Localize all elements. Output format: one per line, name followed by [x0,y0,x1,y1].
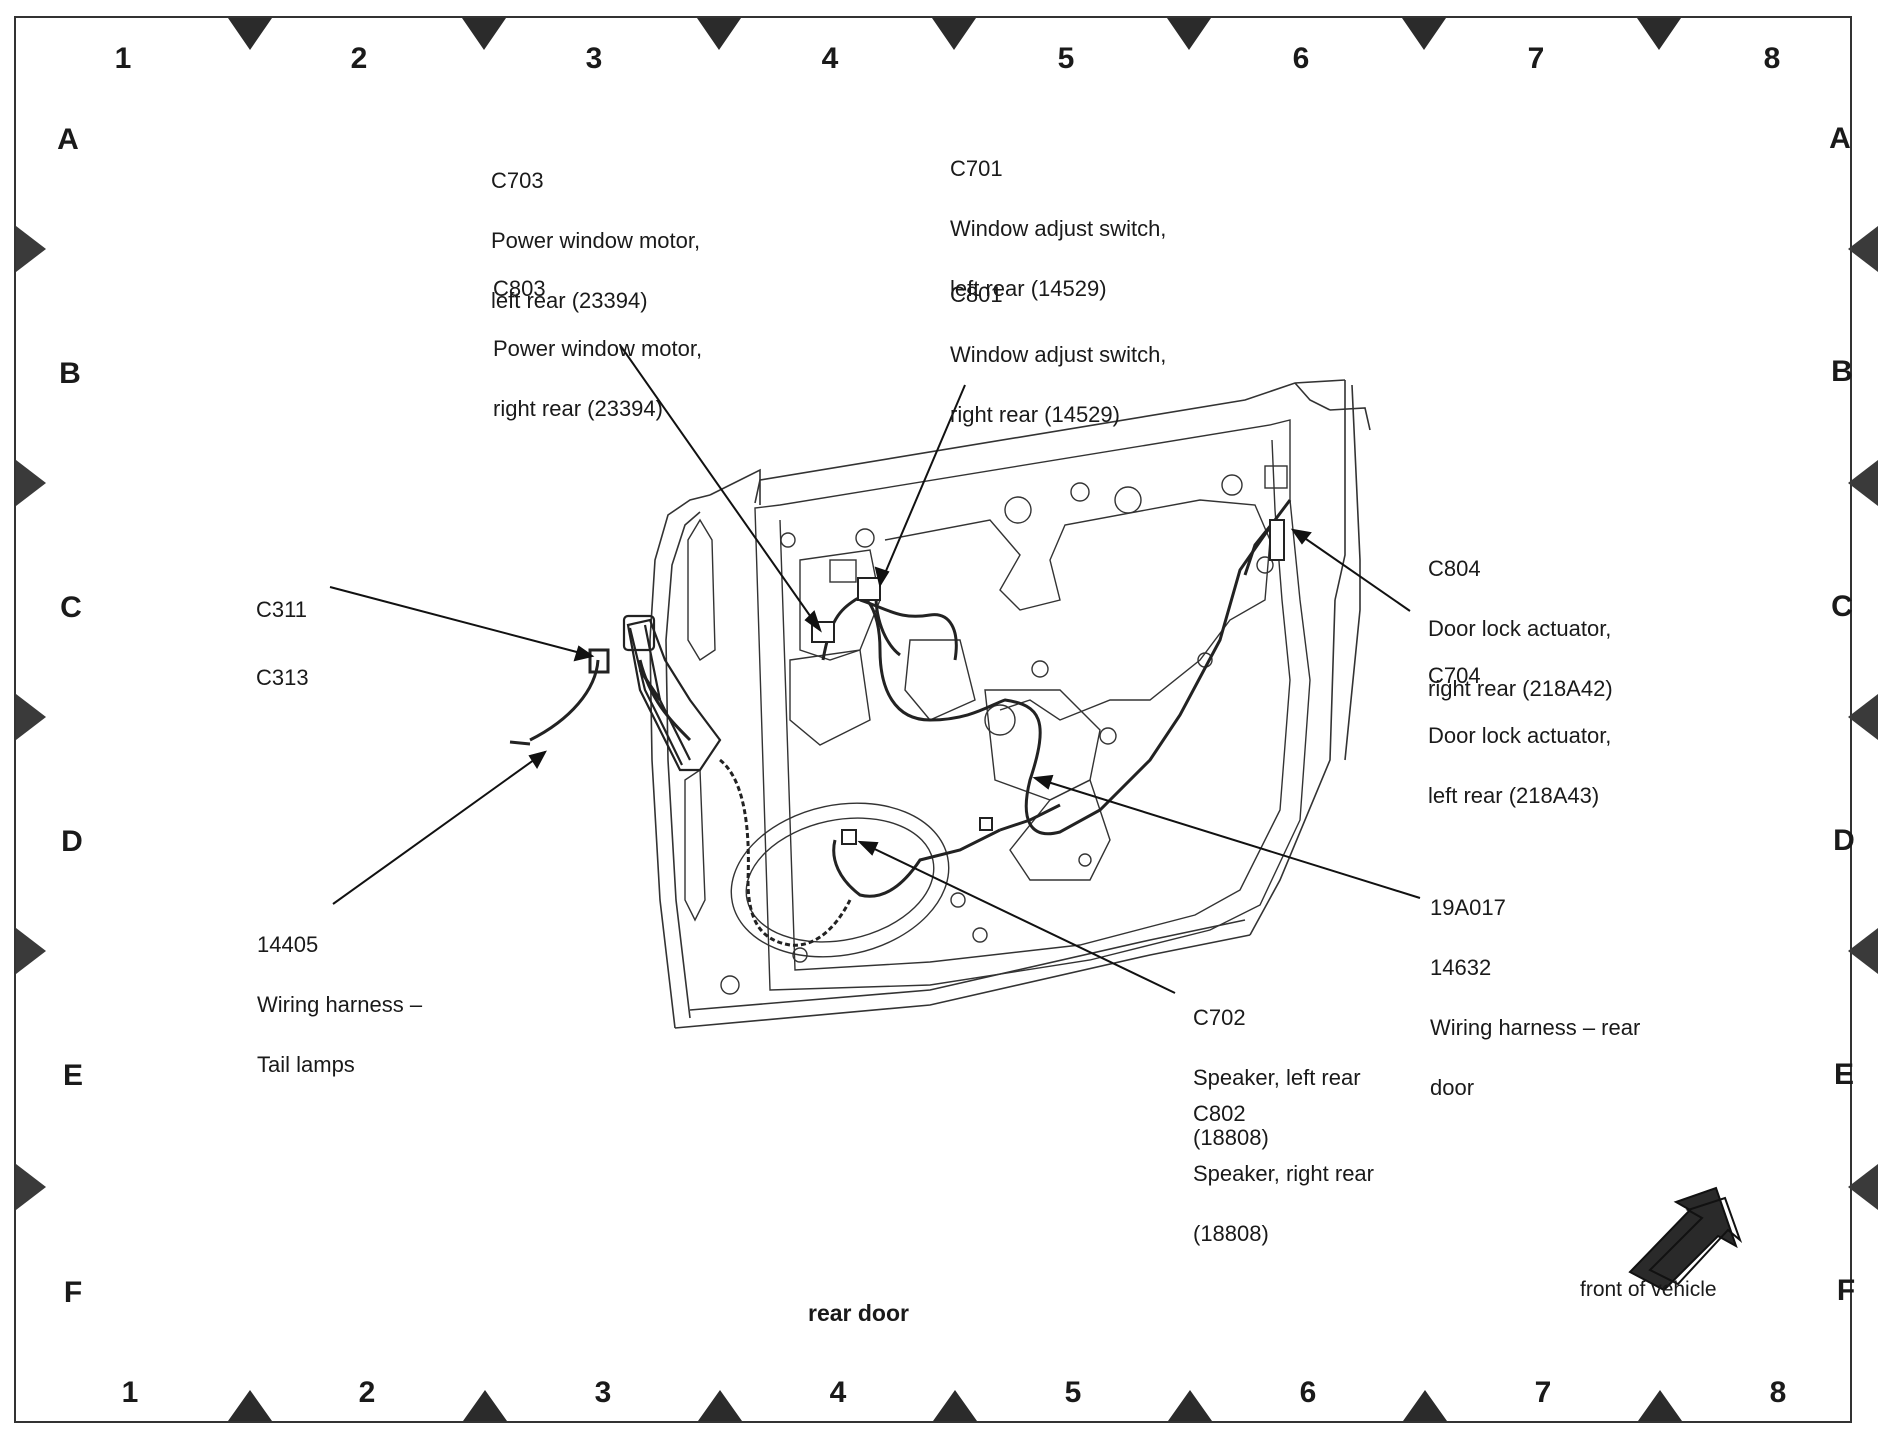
zone-col-top: 6 [1292,42,1310,75]
diagram-frame [14,16,1852,1423]
callout-harness-tail-lamps: 14405 Wiring harness – Tail lamps [257,900,422,1110]
callout-line: 19A017 [1430,895,1506,920]
connectors [811,519,1285,845]
zone-markers-bottom [228,1390,1682,1421]
zone-col-bottom: 7 [1534,1376,1552,1409]
callout-harness-rear-door: 19A017 14632 Wiring harness – rear door [1430,863,1640,1133]
zone-col-top: 8 [1763,42,1781,75]
callout-line: C311 [256,597,307,622]
callout-c802: C802 Speaker, right rear (18808) [1193,1069,1374,1279]
callout-line: Speaker, left rear [1193,1065,1361,1090]
callout-line: C702 [1193,1005,1246,1030]
callout-c702: C702 Speaker, left rear (18808) [1193,973,1361,1183]
door-inner-panel [684,419,1311,995]
callout-line: 14632 [1430,955,1492,980]
callout-c803: C803 Power window motor, right rear (233… [493,244,702,454]
harness-grommet [622,614,722,772]
leader-lines [329,344,1421,994]
zone-col-top: 5 [1057,42,1075,75]
callout-line: Door lock actuator, [1428,616,1612,641]
callout-line: Wiring harness – rear [1430,1015,1641,1040]
callout-c311-c313: C311 C313 [256,559,309,729]
tail-lamp-harness [509,648,610,746]
callout-line: C313 [256,665,309,690]
zone-col-top: 2 [350,42,368,75]
callout-line: C701 [950,156,1003,181]
callout-line: left rear (218A43) [1428,783,1600,808]
callout-line: 14405 [257,932,319,957]
zone-col-bottom: 1 [121,1376,139,1409]
zone-col-bottom: 6 [1299,1376,1317,1409]
zone-col-top: 7 [1527,42,1545,75]
callout-line: right rear (23394) [493,396,663,421]
callout-line: Window adjust switch, [950,216,1167,241]
diagram-caption: rear door [808,1300,909,1326]
zone-col-bottom: 2 [358,1376,376,1409]
callout-line: left rear (23394) [491,288,648,313]
zone-col-top: 3 [585,42,603,75]
zone-col-top: 4 [821,42,839,75]
callout-line: Power window motor, [493,336,703,361]
zone-col-bottom: 5 [1064,1376,1082,1409]
zone-row-left: B [59,357,81,390]
door-wiring-harness [638,499,1292,898]
callout-c801: C801 Window adjust switch, right rear (1… [950,250,1166,460]
zone-row-right: E [1833,1058,1854,1091]
callout-line: C703 [491,168,544,193]
callout-line: right rear (14529) [950,402,1120,427]
callout-c703: C703 Power window motor, left rear (2339… [491,136,700,346]
zone-row-left: F [63,1276,83,1309]
zone-col-bottom: 8 [1769,1376,1787,1409]
callout-line: Door lock actuator, [1428,723,1612,748]
zone-markers-right [1848,226,1878,1210]
callout-line: Tail lamps [257,1052,355,1077]
zone-row-left: E [62,1059,83,1092]
door-shell [649,379,1371,1029]
zone-col-bottom: 3 [594,1376,612,1409]
zone-markers-top [228,18,1681,50]
callout-line: Window adjust switch, [950,342,1167,367]
front-of-vehicle-arrow [1628,1186,1743,1292]
callout-line: (18808) [1193,1125,1269,1150]
callout-line: C804 [1428,556,1481,581]
callout-line: (18808) [1193,1221,1269,1246]
callout-c701: C701 Window adjust switch, left rear (14… [950,124,1166,334]
dashed-harness [719,758,852,947]
callout-line: Speaker, right rear [1193,1161,1374,1186]
callout-line: Wiring harness – [257,992,423,1017]
zone-row-right: A [1829,122,1851,155]
front-of-vehicle-label: front of vehicle [1580,1278,1717,1301]
zone-row-right: C [1831,590,1853,623]
callout-line: door [1430,1075,1475,1100]
zone-col-top: 1 [114,42,132,75]
callout-line: right rear (218A42) [1428,676,1613,701]
zone-col-bottom: 4 [829,1376,847,1409]
zone-row-right: F [1836,1274,1856,1307]
zone-markers-left [16,226,46,1210]
callout-line: C803 [493,276,546,301]
callout-c804: C804 Door lock actuator, right rear (218… [1428,524,1613,734]
zone-row-left: D [61,825,83,858]
zone-row-right: D [1833,824,1855,857]
callout-line: C801 [950,282,1003,307]
zone-row-right: B [1831,355,1853,388]
zone-row-left: C [60,591,82,624]
callout-line: C802 [1193,1101,1246,1126]
callout-line: Power window motor, [491,228,701,253]
callout-line: left rear (14529) [950,276,1107,301]
callout-line: C704 [1428,663,1481,688]
zone-row-left: A [57,123,79,156]
callout-c704: C704 Door lock actuator, left rear (218A… [1428,631,1611,841]
